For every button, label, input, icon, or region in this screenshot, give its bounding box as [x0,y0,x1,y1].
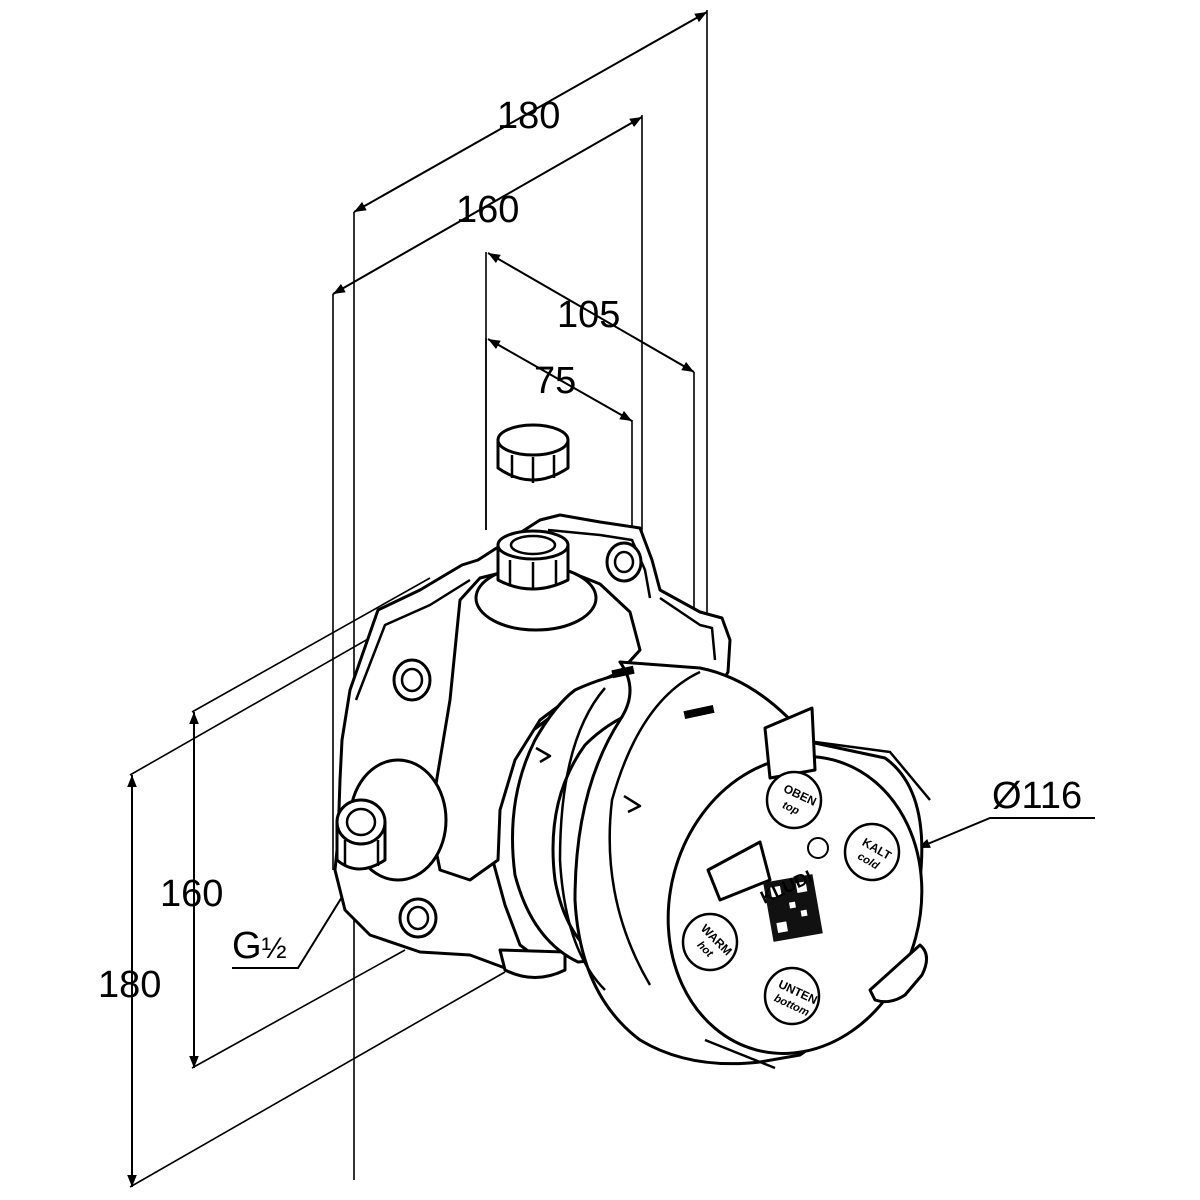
dim-text-160-left: 160 [160,873,223,915]
housing-edge [659,596,717,661]
cap-bottom-fin [704,1038,776,1070]
label-bottom: UNTEN bottom [763,966,821,1026]
alignment-arrow-icon [535,746,552,764]
sleeve-edge [608,670,701,986]
mount-hole-upper-right [605,541,643,583]
side-port-bore [345,807,377,837]
plug-top-face [496,423,570,457]
dim-text-75: 75 [534,360,576,402]
thread-leader [232,883,351,969]
sleeve-edge [558,687,606,991]
dim-line-depth-75 [487,338,633,422]
cap-right-fin [814,740,931,801]
side-port-face [335,798,387,846]
brand-logo-icon [807,837,829,859]
alignment-arrow-icon [623,794,642,814]
mount-hole-inner [613,550,635,574]
qr-code [763,874,823,942]
diameter-leader [917,817,1095,849]
top-nut-face [496,529,570,561]
label-cold: KALT cold [843,822,901,882]
housing-edge [354,578,471,701]
bottom-foot [498,948,567,979]
loose-plug [496,423,570,483]
dim-text-180-top: 180 [497,95,560,137]
cap-top-tab [763,706,817,780]
valve-housing [333,513,737,979]
dim-text-105: 105 [557,294,620,336]
extension-line [129,971,506,1188]
top-nut-bore [509,534,557,556]
extension-line [191,577,431,713]
mount-hole-upper-left [392,658,432,702]
dim-line-depth-105 [487,252,695,373]
mount-hole-inner [406,905,430,931]
housing-edge [547,528,652,599]
mount-hole-inner [400,667,424,693]
dim-text-180-left: 180 [98,964,161,1006]
dim-text-diameter: Ø116 [992,775,1082,817]
extension-line [191,949,406,1069]
scale-mark [611,665,635,679]
dim-line-top-160 [332,116,643,295]
label-top: OBEN top [765,770,823,830]
dimension-labels: 180 160 105 75 160 180 Ø116 G½ [98,95,1082,1006]
dim-text-160-top: 160 [456,189,519,231]
label-warm: WARM hot [681,912,739,972]
mount-hole-lower-left [398,897,438,939]
pipe-stub [868,943,928,1004]
scale-mark [683,704,715,720]
plaster-guard: OBEN top KALT cold WARM hot UNTEN bottom… [535,660,931,1070]
cap-left-slot [706,840,772,902]
dim-text-thread: G½ [232,925,287,967]
